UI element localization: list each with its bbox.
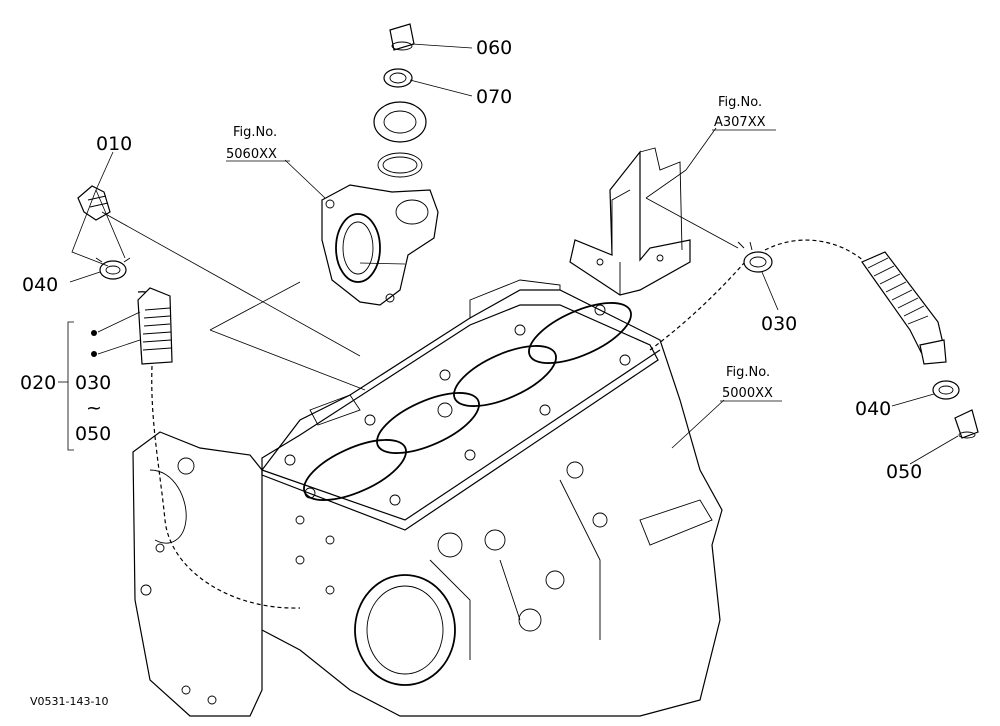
range-tilde: ~ bbox=[86, 397, 102, 419]
part-label-010: 010 bbox=[96, 133, 132, 155]
fig-ref-5000-number: 5000XX bbox=[722, 386, 773, 401]
part-label-050-right: 050 bbox=[886, 461, 922, 483]
part-label-050-left: 050 bbox=[75, 423, 111, 445]
drawing-code: V0531-143-10 bbox=[30, 695, 108, 708]
bullet-dot bbox=[91, 330, 97, 336]
part-label-040-left: 040 bbox=[22, 274, 58, 296]
clamp-040-left bbox=[95, 257, 131, 280]
fitting-010 bbox=[77, 185, 361, 357]
part-label-030-right: 030 bbox=[761, 313, 797, 335]
fig-ref-5000-title: Fig.No. bbox=[726, 365, 770, 380]
fig-ref-a307-title: Fig.No. bbox=[718, 95, 762, 110]
engine-block bbox=[132, 279, 723, 717]
fig-ref-a307-number: A307XX bbox=[714, 115, 766, 130]
fig-ref-5060-number: 5060XX bbox=[226, 147, 277, 162]
bullet-dot bbox=[91, 351, 97, 357]
fig-ref-5060-title: Fig.No. bbox=[233, 125, 277, 140]
part-label-040-right: 040 bbox=[855, 398, 891, 420]
part-label-020: 020 bbox=[20, 372, 56, 394]
part-label-060: 060 bbox=[476, 37, 512, 59]
bracket-a307 bbox=[569, 147, 691, 296]
hose-right bbox=[649, 239, 979, 439]
hose-assembly-020 bbox=[137, 287, 301, 609]
leader-lines bbox=[58, 43, 959, 465]
part-label-070: 070 bbox=[476, 86, 512, 108]
thermostat-stack bbox=[209, 23, 439, 391]
part-label-030-left: 030 bbox=[75, 372, 111, 394]
